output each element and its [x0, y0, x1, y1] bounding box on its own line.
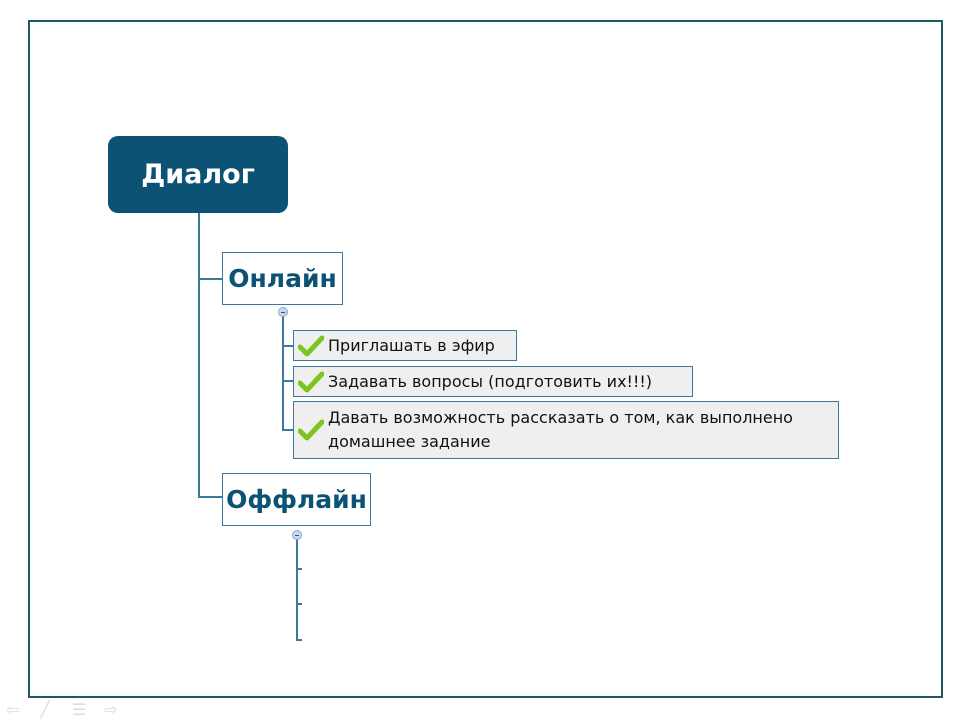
- item-label: Приглашать в эфир: [328, 335, 495, 355]
- connector: [296, 603, 302, 605]
- slide-frame: [28, 20, 943, 698]
- item-label: Задавать вопросы (подготовить их!!!): [328, 371, 653, 391]
- next-slide-icon[interactable]: ⇨: [104, 700, 118, 719]
- root-topic[interactable]: Диалог: [108, 136, 288, 213]
- list-item[interactable]: Давать возможность рассказать о том, как…: [293, 401, 839, 459]
- connector: [296, 639, 302, 641]
- collapse-icon[interactable]: [278, 307, 288, 317]
- connector: [198, 213, 200, 498]
- topic-offline[interactable]: Оффлайн: [222, 473, 371, 526]
- checkmark-icon: [298, 335, 324, 356]
- connector: [296, 535, 298, 640]
- menu-icon[interactable]: ☰: [72, 700, 87, 719]
- connector: [282, 345, 293, 347]
- list-item[interactable]: Задавать вопросы (подготовить их!!!): [293, 366, 693, 397]
- connector: [198, 496, 222, 498]
- list-item[interactable]: Приглашать в эфир: [293, 330, 517, 361]
- checkmark-icon: [298, 419, 324, 441]
- item-label: Давать возможность рассказать о том, как…: [328, 408, 793, 451]
- collapse-icon[interactable]: [292, 530, 302, 540]
- connector: [282, 429, 293, 431]
- connector: [198, 278, 222, 280]
- checkmark-icon: [298, 371, 324, 392]
- pen-icon[interactable]: ╱: [40, 700, 50, 719]
- connector: [282, 312, 284, 431]
- topic-online[interactable]: Онлайн: [222, 252, 343, 305]
- connector: [282, 380, 293, 382]
- connector: [296, 568, 302, 570]
- previous-slide-icon[interactable]: ⇦: [6, 700, 20, 719]
